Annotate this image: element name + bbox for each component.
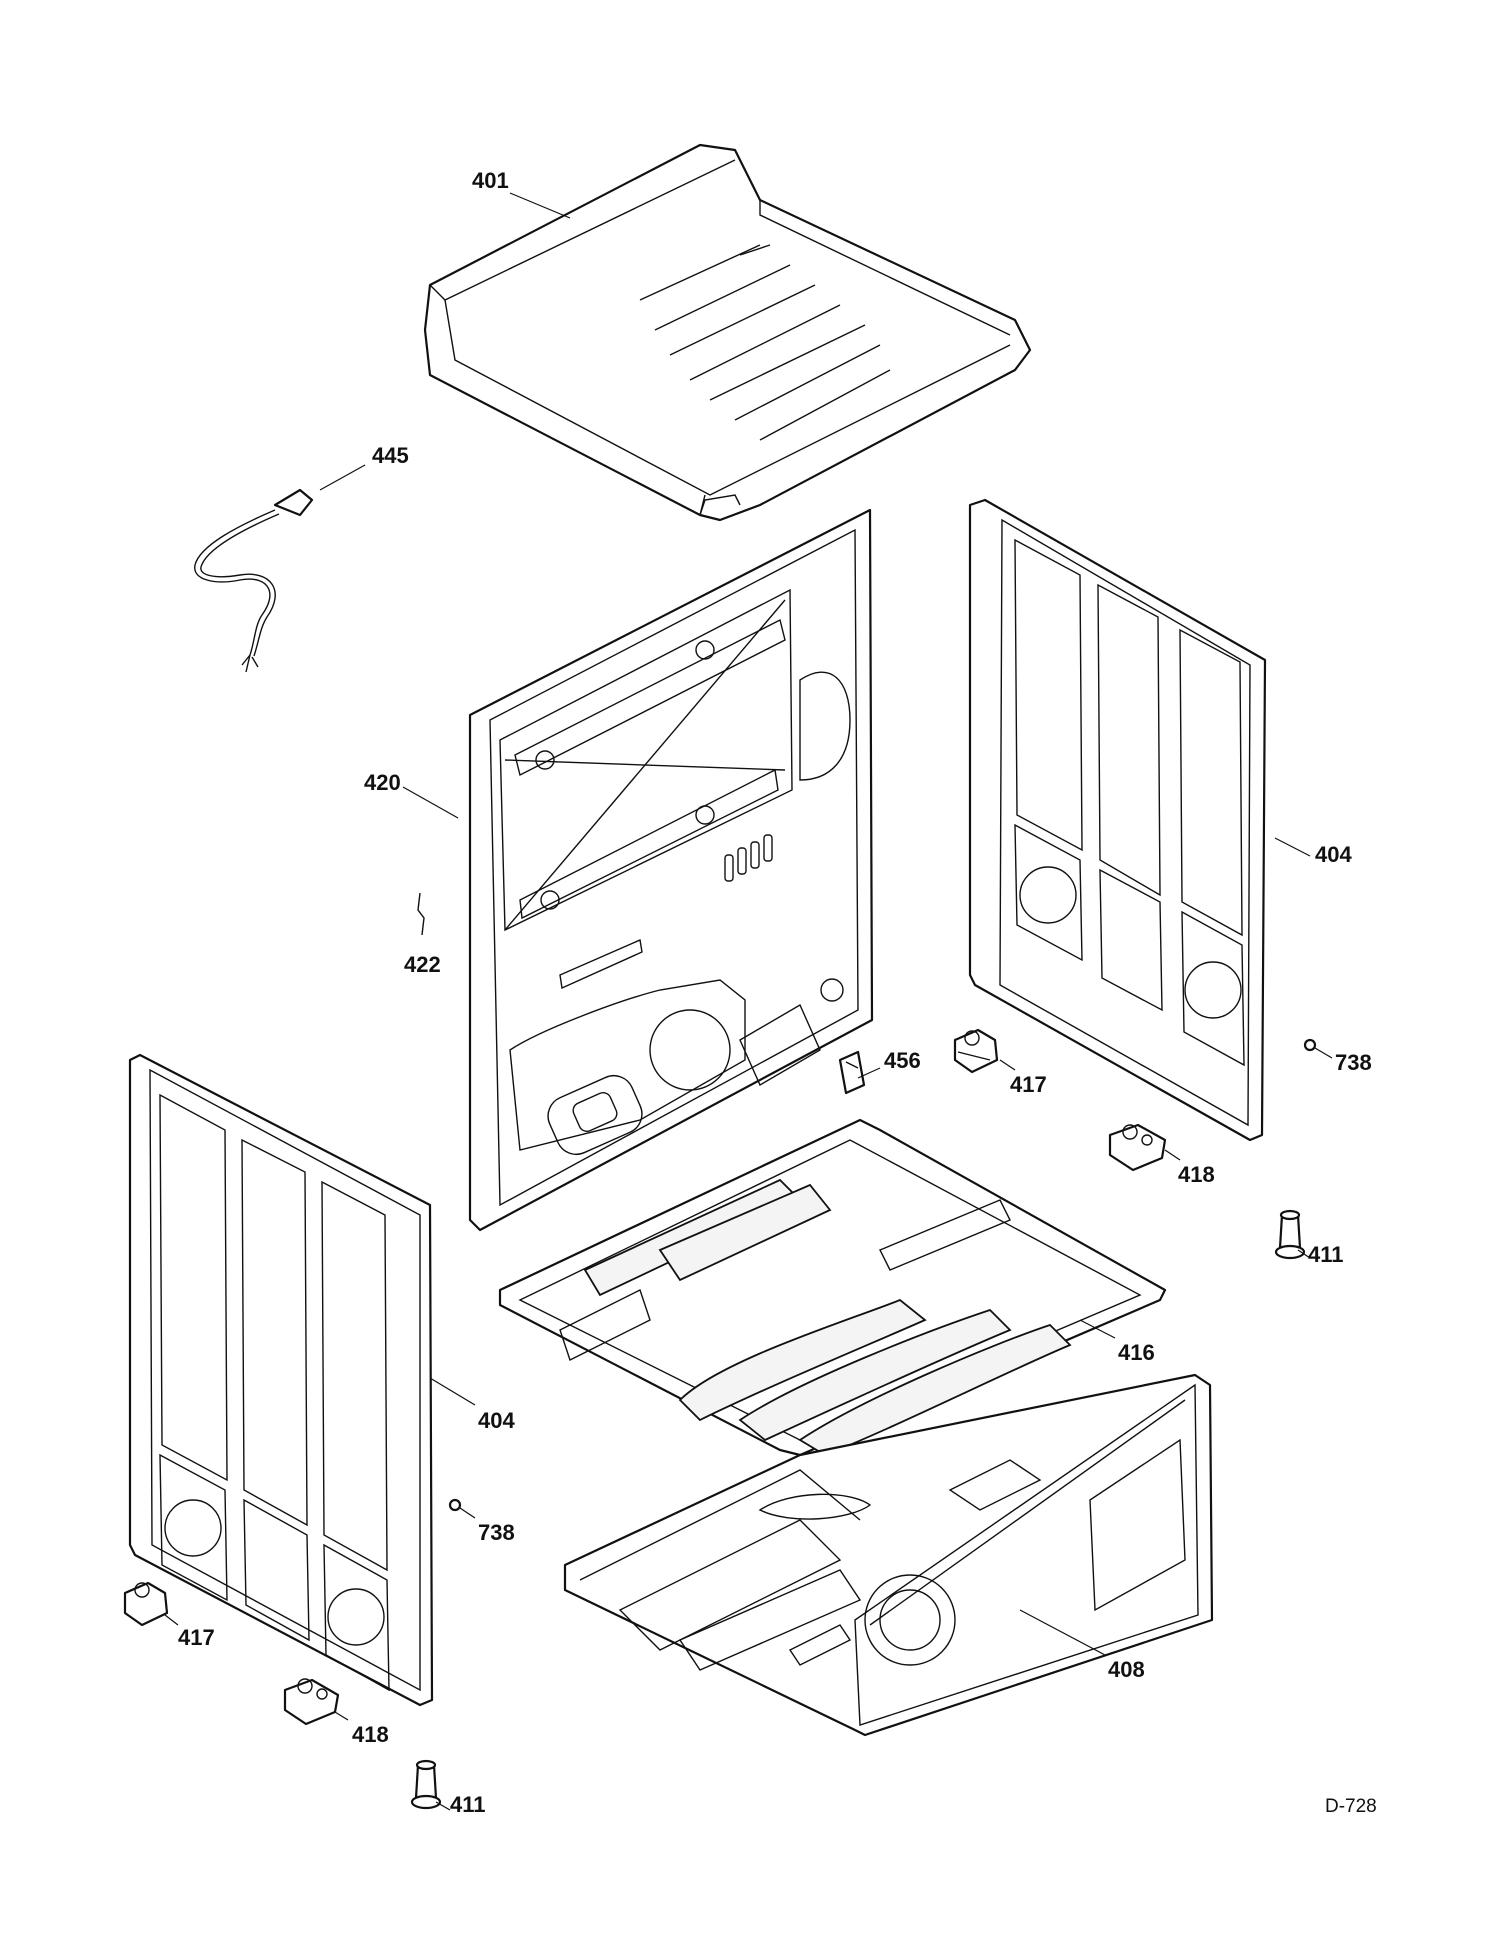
leveling-bracket-418-upper [1108,1123,1167,1172]
callout-408: 408 [1108,1657,1145,1682]
callout-418-upper: 418 [1178,1162,1215,1187]
base-frame-408 [563,1373,1214,1737]
callout-418-lower: 418 [352,1722,389,1747]
leveling-leg-411-lower [410,1759,442,1810]
screw-738-left [448,1498,462,1512]
document-id: D-728 [1325,1796,1377,1817]
screw-738-right [1303,1038,1317,1052]
callout-labels: 401 445 420 422 404 456 417 738 418 411 … [178,168,1377,1817]
callout-738-right: 738 [1335,1050,1372,1075]
leveling-bracket-418-lower [283,1678,340,1726]
base-plate-416 [498,1118,1167,1457]
callout-738-left: 738 [478,1520,515,1545]
top-panel-401 [423,143,1032,522]
callout-420: 420 [364,770,401,795]
leveling-bracket-417-lower [123,1581,169,1627]
leader-lines [164,192,1333,1811]
callout-411-right: 411 [1308,1242,1344,1267]
callout-422: 422 [404,952,441,977]
callout-411-lower: 411 [450,1792,486,1817]
bracket-456 [838,1050,866,1095]
callout-417-lower: 417 [178,1625,215,1650]
side-panel-right-404 [968,498,1267,1142]
callout-456: 456 [884,1048,921,1073]
callout-417-upper: 417 [1010,1072,1047,1097]
callout-404-left: 404 [478,1408,515,1433]
callout-401: 401 [472,168,509,193]
side-panel-left-404 [128,1053,434,1707]
rear-panel-420 [468,508,874,1232]
callout-404-right: 404 [1315,842,1352,867]
callout-445: 445 [372,443,409,468]
leveling-bracket-417-upper [953,1028,999,1074]
leveling-leg-411-right [1274,1209,1306,1260]
power-cord-445 [194,488,314,673]
clip-422 [417,892,425,936]
callout-416: 416 [1118,1340,1155,1365]
